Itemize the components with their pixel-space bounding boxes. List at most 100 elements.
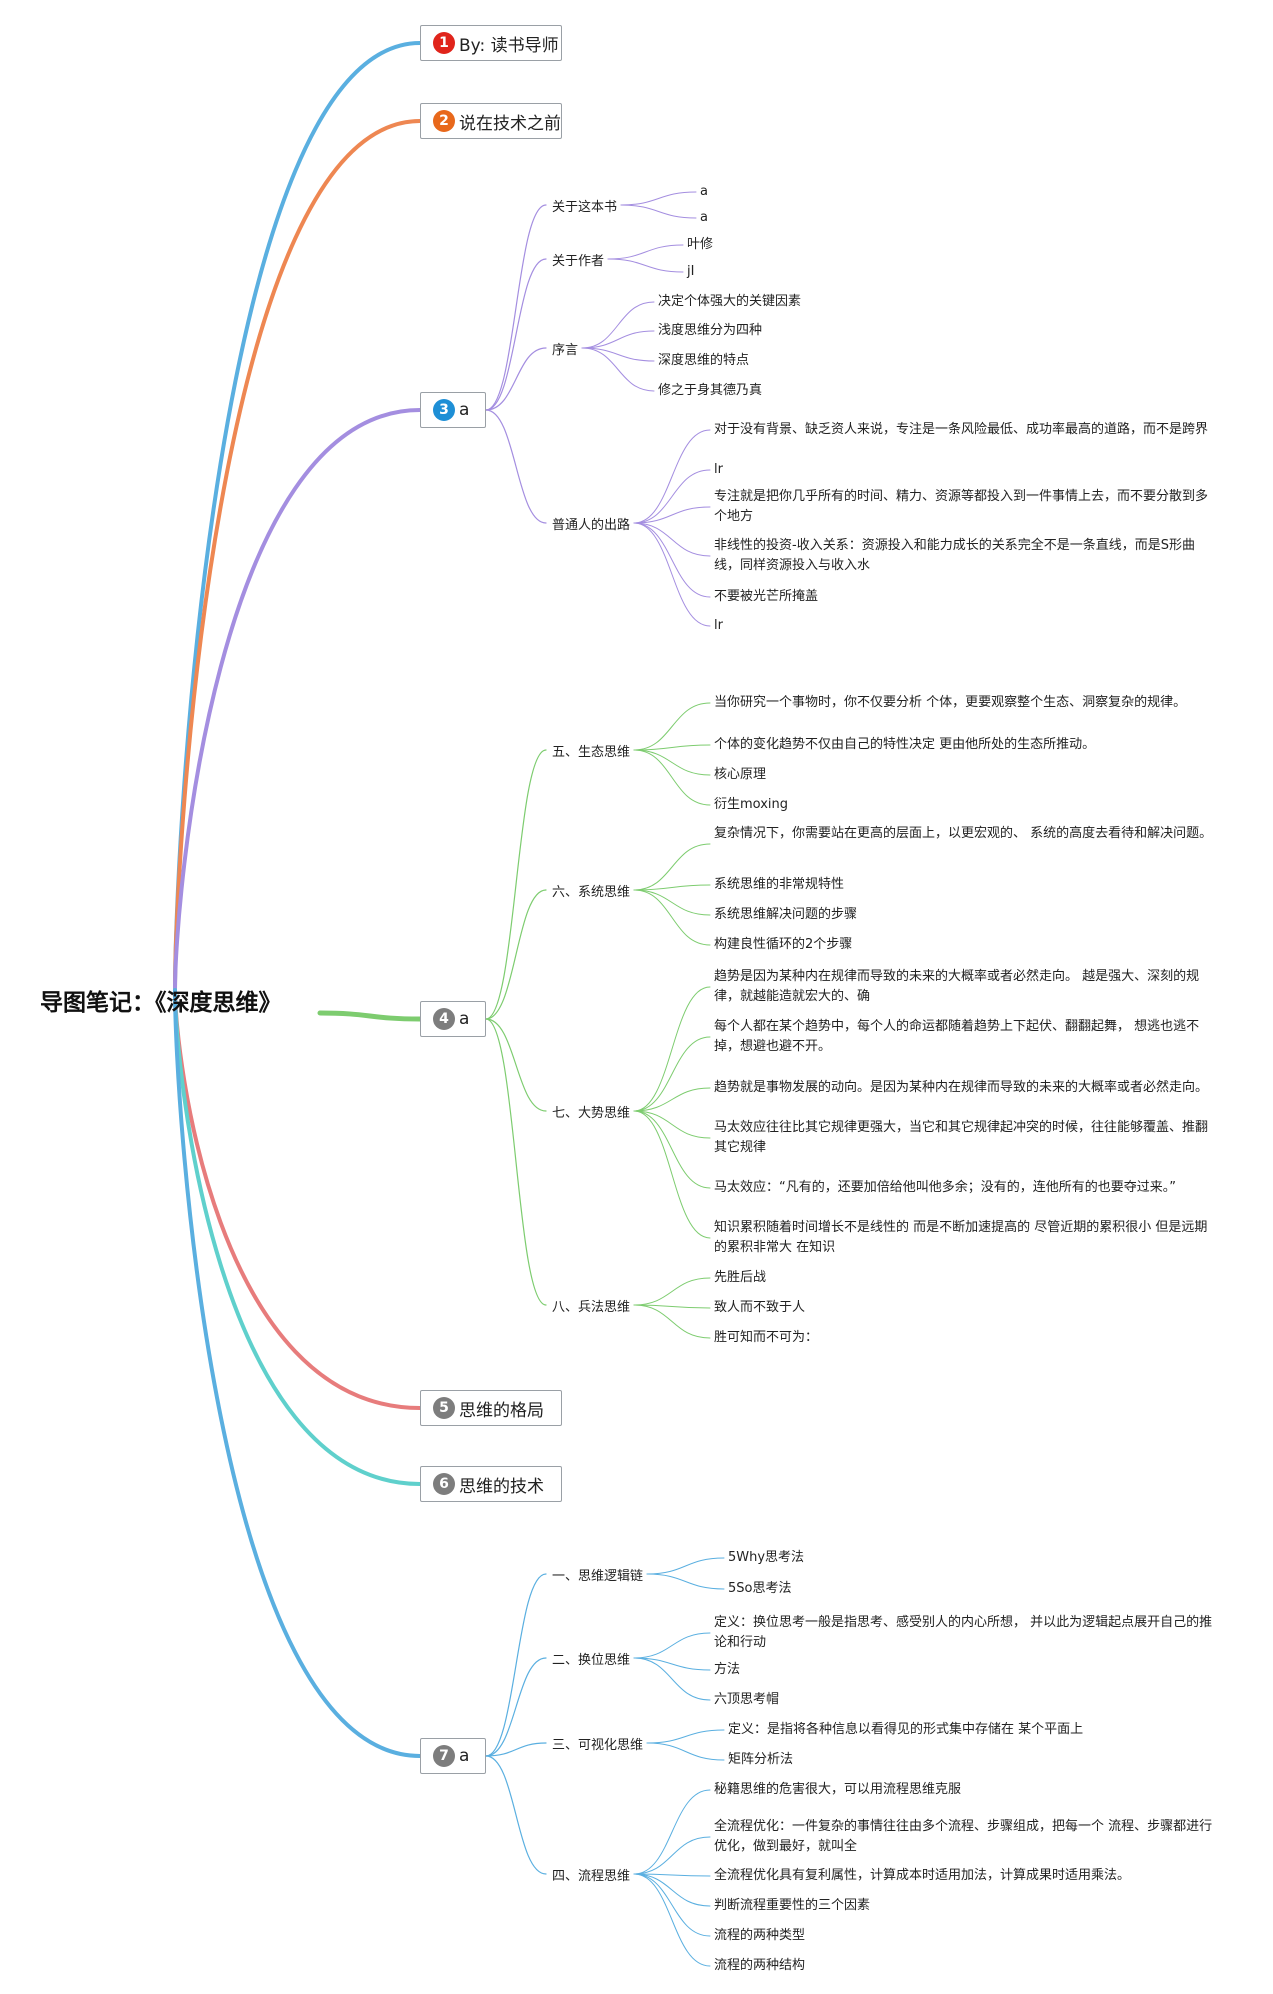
link-line: [633, 1789, 711, 1875]
link-line: [485, 749, 547, 1020]
b4-topic[interactable]: 七、大势思维: [552, 1106, 631, 1121]
badge-4: 4: [433, 1008, 455, 1030]
b4-leaf[interactable]: 系统思维的非常规特性: [714, 877, 845, 892]
b4-leaf[interactable]: 核心原理: [714, 767, 767, 782]
b7-leaf[interactable]: 判断流程重要性的三个因素: [714, 1898, 871, 1913]
link-line: [633, 1873, 711, 1907]
link-line: [633, 749, 711, 806]
link-line: [485, 1018, 547, 1306]
link-line: [485, 258, 547, 411]
link-line: [633, 1657, 711, 1671]
b4-topic[interactable]: 五、生态思维: [552, 745, 631, 760]
link-line: [633, 1836, 711, 1875]
link-line: [646, 1742, 725, 1761]
branch-2[interactable]: 2 说在技术之前: [420, 103, 562, 139]
link-line: [485, 204, 547, 411]
b7-leaf[interactable]: 流程的两种类型: [714, 1928, 806, 1943]
b4-leaf[interactable]: 构建良性循环的2个步骤: [714, 937, 853, 952]
b4-leaf[interactable]: 每个人都在某个趋势中，每个人的命运都随着趋势上下起伏、翻翻起舞， 想逃也逃不掉，…: [714, 1019, 1200, 1054]
b3-leaf[interactable]: 专注就是把你几乎所有的时间、精力、资源等都投入到一件事情上去，而不要分散到多个地…: [714, 489, 1209, 524]
b3-topic[interactable]: 关于作者: [552, 254, 605, 269]
b7-leaf[interactable]: 矩阵分析法: [728, 1752, 794, 1767]
branch-3[interactable]: 3 a: [420, 392, 486, 428]
b3-leaf[interactable]: 对于没有背景、缺乏资人来说，专注是一条风险最低、成功率最高的道路，而不是跨界: [714, 422, 1209, 437]
link-line: [633, 522, 711, 598]
b3-leaf[interactable]: 深度思维的特点: [658, 353, 750, 368]
branch-7[interactable]: 7 a: [420, 1738, 486, 1774]
link-line: [633, 843, 711, 891]
b7-leaf[interactable]: 5Why思考法: [728, 1550, 805, 1565]
branch-7-label: a: [459, 1746, 470, 1766]
link-line: [485, 1657, 547, 1757]
b3-leaf[interactable]: jI: [687, 264, 695, 279]
b4-leaf[interactable]: 知识累积随着时间增长不是线性的 而是不断加速提高的 尽管近期的累积很小 但是远期…: [714, 1220, 1208, 1255]
b3-leaf[interactable]: a: [700, 210, 708, 225]
b4-leaf[interactable]: 马太效应往往比其它规律更强大，当它和其它规律起冲突的时候，往往能够覆盖、推翻其它…: [714, 1120, 1209, 1155]
b4-leaf[interactable]: 衍生moxing: [714, 797, 789, 812]
b7-leaf[interactable]: 定义：是指将各种信息以看得见的形式集中存储在 某个平面上: [728, 1722, 1084, 1737]
root-link: [173, 119, 422, 992]
link-line: [633, 469, 711, 524]
b4-leaf[interactable]: 先胜后战: [714, 1270, 767, 1285]
b3-leaf[interactable]: lr: [714, 462, 723, 477]
branch-5[interactable]: 5 思维的格局: [420, 1390, 562, 1426]
b4-leaf[interactable]: 个体的变化趋势不仅由自己的特性决定 更由他所处的生态所推动。: [714, 737, 1096, 752]
badge-7: 7: [433, 1745, 455, 1767]
branch-3-label: a: [459, 400, 470, 420]
b3-leaf[interactable]: a: [700, 184, 708, 199]
branch-1[interactable]: 1 By: 读书导师: [420, 25, 562, 61]
b7-topic[interactable]: 一、思维逻辑链: [552, 1569, 644, 1584]
link-line: [633, 1110, 711, 1189]
b3-leaf[interactable]: 决定个体强大的关键因素: [658, 294, 802, 309]
link-line: [633, 1304, 711, 1309]
link-line: [485, 347, 547, 411]
b7-leaf[interactable]: 5So思考法: [728, 1581, 792, 1596]
b7-leaf[interactable]: 流程的两种结构: [714, 1958, 806, 1973]
b4-topic[interactable]: 六、系统思维: [552, 885, 631, 900]
branch-6[interactable]: 6 思维的技术: [420, 1466, 562, 1502]
link-line: [581, 330, 655, 349]
link-line: [633, 1110, 711, 1239]
link-line: [317, 1010, 423, 1022]
b4-topic[interactable]: 八、兵法思维: [552, 1300, 631, 1315]
root-link: [173, 408, 422, 992]
b4-leaf[interactable]: 马太效应：“凡有的，还要加倍给他叫他多余；没有的，连他所有的也要夺过来。”: [714, 1180, 1176, 1195]
b4-leaf[interactable]: 趋势是因为某种内在规律而导致的未来的大概率或者必然走向。 越是强大、深刻的规律，…: [714, 969, 1200, 1004]
root-link: [173, 41, 422, 992]
link-line: [633, 429, 711, 524]
b4-leaf[interactable]: 胜可知而不可为：: [714, 1330, 819, 1345]
b7-topic[interactable]: 三、可视化思维: [552, 1738, 644, 1753]
b3-topic[interactable]: 序言: [552, 343, 579, 358]
b4-leaf[interactable]: 系统思维解决问题的步骤: [714, 907, 858, 922]
b7-topic[interactable]: 二、换位思维: [552, 1653, 631, 1668]
link-line: [485, 1755, 547, 1875]
branch-5-label: 思维的格局: [459, 1400, 544, 1421]
b3-leaf[interactable]: 不要被光芒所掩盖: [714, 589, 819, 604]
b7-leaf[interactable]: 六顶思考帽: [714, 1692, 780, 1707]
b4-leaf[interactable]: 复杂情况下，你需要站在更高的层面上，以更宏观的、 系统的高度去看待和解决问题。: [714, 826, 1213, 841]
badge-3: 3: [433, 399, 455, 421]
b3-leaf[interactable]: 修之于身其德乃真: [658, 383, 763, 398]
link-line: [633, 702, 711, 751]
b4-leaf[interactable]: 致人而不致于人: [714, 1300, 806, 1315]
b7-leaf[interactable]: 方法: [714, 1662, 741, 1677]
branch-4[interactable]: 4 a: [420, 1001, 486, 1037]
link-line: [633, 1873, 711, 1967]
b3-leaf[interactable]: lr: [714, 618, 723, 633]
b7-leaf[interactable]: 全流程优化：一件复杂的事情往往由多个流程、步骤组成，把每一个 流程、步骤都进行优…: [714, 1819, 1213, 1854]
b7-leaf[interactable]: 定义：换位思考一般是指思考、感受别人的内心所想， 并以此为逻辑起点展开自己的推论…: [714, 1615, 1213, 1650]
root-topic[interactable]: 导图笔记：《深度思维》: [40, 990, 282, 1016]
b3-leaf[interactable]: 叶修: [687, 237, 714, 252]
b3-leaf[interactable]: 非线性的投资-收入关系：资源投入和能力成长的关系完全不是一条直线，而是S形曲线，…: [714, 538, 1195, 573]
b7-topic[interactable]: 四、流程思维: [552, 1869, 631, 1884]
b4-leaf[interactable]: 趋势就是事物发展的动向。是因为某种内在规律而导致的未来的大概率或者必然走向。: [714, 1080, 1209, 1095]
b3-leaf[interactable]: 浅度思维分为四种: [658, 323, 763, 338]
b3-topic[interactable]: 关于这本书: [552, 200, 618, 215]
link-line: [485, 1573, 547, 1757]
b4-leaf[interactable]: 当你研究一个事物时，你不仅要分析 个体，更要观察整个生态、洞察复杂的规律。: [714, 695, 1187, 710]
b3-topic[interactable]: 普通人的出路: [552, 518, 631, 533]
link-line: [607, 258, 684, 273]
b7-leaf[interactable]: 全流程优化具有复利属性，计算成本时适用加法，计算成果时适用乘法。: [714, 1868, 1131, 1883]
b7-leaf[interactable]: 秘籍思维的危害很大，可以用流程思维克服: [714, 1782, 962, 1797]
